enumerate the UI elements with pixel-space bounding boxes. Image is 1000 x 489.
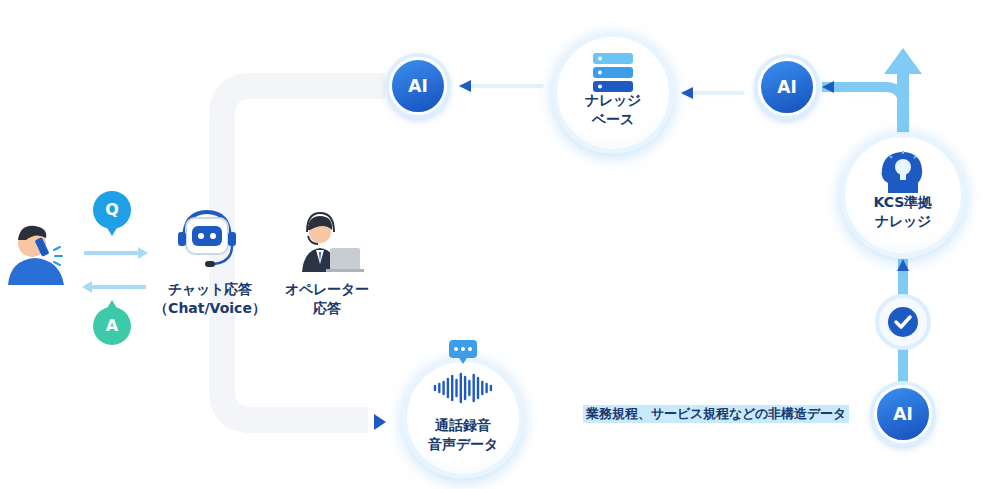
process-circle: 通話録音 音声データ <box>407 362 519 474</box>
flow-connector <box>822 87 903 137</box>
chatbot-icon <box>178 212 236 267</box>
ai-circle: AI <box>874 385 932 443</box>
process-circle: ナレッジ ベース <box>557 37 669 149</box>
database-icon <box>589 51 637 95</box>
flow-connector <box>459 84 543 88</box>
connector-label: 業務規程、サービス規程などの非構造データ <box>583 405 849 423</box>
ai-circle: AI <box>758 58 816 116</box>
node-text: KCS準拠 ナレッジ <box>874 193 933 231</box>
node-text: Q <box>105 199 119 221</box>
flow-arrowhead <box>374 414 386 430</box>
caption-label: チャット応答 （Chat/Voice） <box>154 280 266 318</box>
flow-connector <box>681 91 745 95</box>
ai-circle: AI <box>389 57 447 115</box>
question-arrow <box>84 251 140 255</box>
voice-wave-icon <box>423 340 503 410</box>
question-bubble: Q <box>93 191 131 229</box>
flow-connector <box>519 399 874 429</box>
operator-icon <box>302 213 364 272</box>
check-mark <box>877 296 929 348</box>
up-arrow-head <box>884 48 922 74</box>
node-text: AI <box>408 75 427 98</box>
return-loop <box>222 86 385 420</box>
answer-bubble: A <box>93 307 131 345</box>
idea-head-icon <box>878 149 928 195</box>
node-text: 通話録音 音声データ <box>428 416 498 454</box>
node-text: A <box>106 315 118 337</box>
caption-label: オペレーター 応答 <box>285 280 369 318</box>
answer-arrow-head <box>82 281 92 293</box>
answer-arrow <box>90 285 146 289</box>
process-circle: KCS準拠 ナレッジ <box>845 137 961 253</box>
customer-icon <box>8 226 64 285</box>
up-arrow-shaft <box>897 72 909 140</box>
node-text: AI <box>777 76 796 99</box>
question-arrow-head <box>138 247 148 259</box>
node-text: ナレッジ ベース <box>585 91 641 129</box>
node-text: AI <box>893 403 912 426</box>
